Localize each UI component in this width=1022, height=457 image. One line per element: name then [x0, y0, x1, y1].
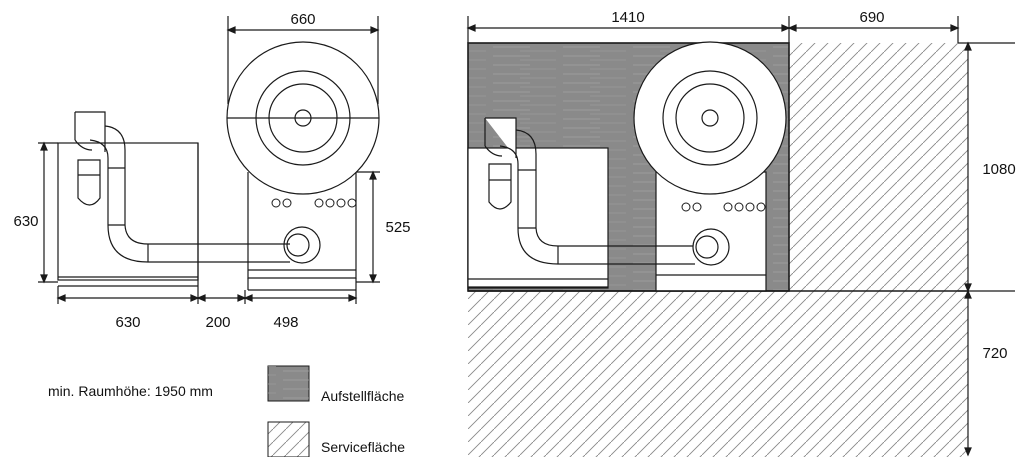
service-area-swatch-icon: [267, 421, 310, 457]
machine-body: [247, 172, 357, 291]
left-view: [38, 16, 380, 304]
right-drum: [633, 41, 787, 195]
right-control-knobs: [681, 202, 766, 212]
left-unit: [57, 142, 199, 298]
dim-bottom-200: 200: [205, 314, 230, 331]
dim-right-1080: 1080: [982, 161, 1015, 178]
dim-top-1410: 1410: [611, 9, 644, 26]
service-area-bottom: [468, 291, 968, 457]
dim-bottom-630: 630: [115, 314, 140, 331]
dim-top-660-line: [226, 16, 380, 104]
dim-right-525-line: [356, 170, 380, 284]
dim-left-630-line: [38, 141, 58, 284]
pipe-connector: [283, 226, 321, 264]
dim-bottom-line: [56, 286, 358, 304]
dim-top-660: 660: [290, 11, 315, 28]
dim-top-right-line: [466, 16, 960, 43]
right-view: [466, 16, 1015, 457]
exhaust-pipe: [74, 111, 290, 263]
install-area-label: Aufstellfläche: [321, 388, 404, 404]
right-exhaust-pipe: [484, 117, 695, 265]
room-height-note: min. Raumhöhe: 1950 mm: [48, 383, 213, 399]
service-area-right: [789, 43, 968, 291]
control-knobs: [271, 198, 357, 208]
dim-right-720: 720: [982, 345, 1007, 362]
service-area-label: Servicefläche: [321, 439, 405, 455]
dim-top-690: 690: [859, 9, 884, 26]
dim-bottom-498: 498: [273, 314, 298, 331]
dim-right-side-line: [958, 41, 1015, 457]
right-pipe-connector: [692, 228, 730, 266]
dim-left-630: 630: [13, 213, 38, 230]
drum: [226, 41, 380, 195]
dim-right-525: 525: [385, 219, 410, 236]
